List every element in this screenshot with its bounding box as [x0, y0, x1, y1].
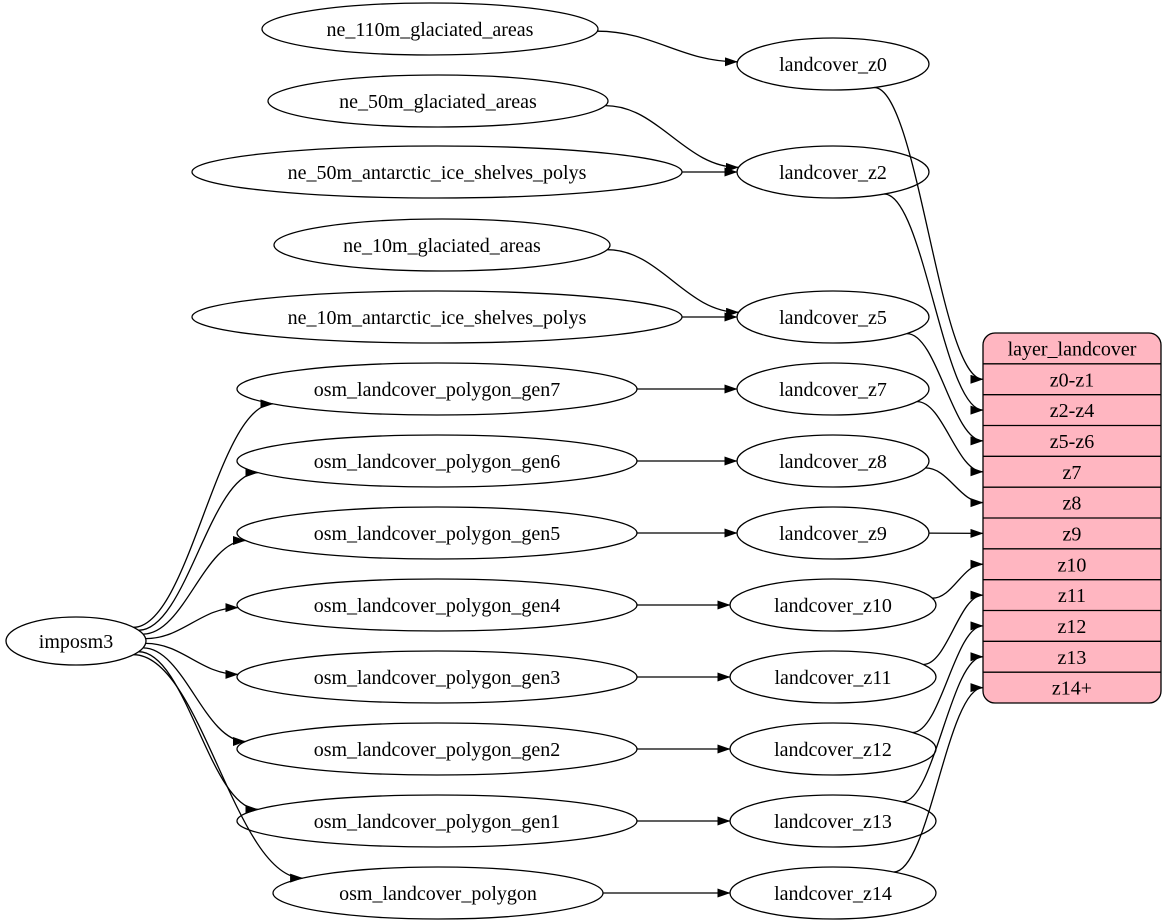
node-landcover_z8: landcover_z8	[736, 434, 930, 488]
node-label-ne_50m_glaciated_areas: ne_50m_glaciated_areas	[339, 91, 537, 113]
node-ellipse-ne_110m_glaciated_areas	[261, 2, 599, 56]
edge-landcover_z5-to-row-z5-z6	[906, 332, 984, 446]
node-label-osm_landcover_polygon_gen6: osm_landcover_polygon_gen6	[314, 451, 561, 473]
node-label-osm_landcover_polygon_gen1: osm_landcover_polygon_gen1	[314, 811, 561, 833]
node-osm_landcover_polygon_gen5: osm_landcover_polygon_gen5	[236, 506, 638, 560]
node-label-ne_50m_antarctic_ice_shelves_polys: ne_50m_antarctic_ice_shelves_polys	[288, 162, 587, 184]
node-imposm3: imposm3	[5, 616, 147, 666]
node-label-landcover_z8: landcover_z8	[779, 451, 887, 473]
record-row-z5-z6: z5-z6	[1050, 431, 1094, 453]
record-row-z10: z10	[1058, 554, 1087, 576]
record-row-z2-z4: z2-z4	[1050, 400, 1094, 422]
edge-landcover_z2-to-row-z2-z4	[884, 193, 984, 415]
record-node-group: layer_landcover z0-z1 z2-z4 z5-z6 z7 z8 z9 z10 z…	[982, 332, 1162, 704]
edges-group	[133, 30, 984, 898]
edge-imposm3-to-osm_landcover_polygon	[133, 654, 304, 883]
node-ne_10m_glaciated_areas: ne_10m_glaciated_areas	[273, 218, 611, 272]
table-nodes-group: imposm3 ne_110m_glaciated_areas ne_50m_gla…	[5, 2, 937, 920]
node-label-landcover_z10: landcover_z10	[774, 595, 892, 617]
node-landcover_z0: landcover_z0	[736, 37, 930, 91]
record-row-z7: z7	[1063, 462, 1082, 484]
node-osm_landcover_polygon: osm_landcover_polygon	[272, 866, 604, 920]
node-landcover_z11: landcover_z11	[729, 650, 937, 704]
node-label-landcover_z2: landcover_z2	[779, 162, 887, 184]
node-ne_50m_glaciated_areas: ne_50m_glaciated_areas	[267, 74, 609, 128]
edge-imposm3-to-osm_landcover_polygon_gen7	[133, 399, 274, 628]
node-label-landcover_z7: landcover_z7	[779, 379, 887, 401]
node-label-landcover_z13: landcover_z13	[774, 811, 892, 833]
node-ne_110m_glaciated_areas: ne_110m_glaciated_areas	[261, 2, 599, 56]
record-row-z9: z9	[1063, 523, 1082, 545]
edge-imposm3-to-osm_landcover_polygon_gen6	[138, 468, 259, 631]
node-osm_landcover_polygon_gen1: osm_landcover_polygon_gen1	[236, 794, 638, 848]
edge-imposm3-to-osm_landcover_polygon_gen2	[143, 647, 246, 746]
node-label-ne_10m_antarctic_ice_shelves_polys: ne_10m_antarctic_ice_shelves_polys	[288, 307, 587, 329]
node-ne_10m_antarctic_ice_shelves_polys: ne_10m_antarctic_ice_shelves_polys	[191, 290, 683, 344]
edge-imposm3-to-osm_landcover_polygon_gen5	[143, 536, 246, 635]
edge-imposm3-to-osm_landcover_polygon_gen3	[145, 642, 239, 679]
record-title: layer_landcover	[1008, 338, 1137, 360]
node-landcover_z10: landcover_z10	[729, 578, 937, 632]
record-row-z8: z8	[1063, 493, 1082, 515]
node-label-landcover_z14: landcover_z14	[774, 883, 892, 905]
node-label-landcover_z11: landcover_z11	[775, 667, 892, 689]
edge-ne_10m_glaciated_areas-to-landcover_z5	[607, 249, 740, 317]
node-label-landcover_z5: landcover_z5	[779, 307, 887, 329]
node-label-ne_110m_glaciated_areas: ne_110m_glaciated_areas	[327, 19, 534, 41]
node-label-osm_landcover_polygon_gen4: osm_landcover_polygon_gen4	[314, 595, 561, 617]
node-ne_50m_antarctic_ice_shelves_polys: ne_50m_antarctic_ice_shelves_polys	[191, 145, 683, 199]
node-label-landcover_z12: landcover_z12	[774, 739, 892, 761]
node-landcover_z2: landcover_z2	[736, 145, 930, 199]
record-row-z13: z13	[1058, 647, 1087, 669]
node-label-osm_landcover_polygon_gen7: osm_landcover_polygon_gen7	[314, 379, 561, 401]
node-landcover_z5: landcover_z5	[736, 290, 930, 344]
node-ellipse-ne_10m_glaciated_areas	[273, 218, 611, 272]
record-row-z11: z11	[1058, 585, 1086, 607]
edge-imposm3-to-osm_landcover_polygon_gen4	[145, 603, 239, 640]
node-label-osm_landcover_polygon_gen3: osm_landcover_polygon_gen3	[314, 667, 561, 689]
node-label-landcover_z0: landcover_z0	[779, 54, 887, 76]
edge-ne_50m_glaciated_areas-to-landcover_z2	[605, 104, 739, 172]
edge-imposm3-to-osm_landcover_polygon_gen1	[138, 651, 259, 814]
node-osm_landcover_polygon_gen4: osm_landcover_polygon_gen4	[236, 578, 638, 632]
record-row-z0-z1: z0-z1	[1050, 369, 1094, 391]
edge-landcover_z0-to-row-z0-z1	[874, 86, 984, 384]
node-landcover_z13: landcover_z13	[729, 794, 937, 848]
node-osm_landcover_polygon_gen3: osm_landcover_polygon_gen3	[236, 650, 638, 704]
node-ellipse-imposm3	[5, 616, 147, 666]
edge-landcover_z8-to-row-z8	[925, 467, 984, 508]
node-label-osm_landcover_polygon_gen2: osm_landcover_polygon_gen2	[314, 739, 561, 761]
node-label-osm_landcover_polygon_gen5: osm_landcover_polygon_gen5	[314, 523, 561, 545]
edge-ne_110m_glaciated_areas-to-landcover_z0	[597, 30, 738, 67]
edge-landcover_z11-to-row-z11	[923, 590, 984, 666]
edge-landcover_z10-to-row-z10	[932, 559, 984, 599]
node-osm_landcover_polygon_gen2: osm_landcover_polygon_gen2	[236, 722, 638, 776]
edge-landcover_z14-to-row-z14+	[893, 683, 984, 873]
node-landcover_z12: landcover_z12	[729, 722, 937, 776]
edge-landcover_z12-to-row-z12	[912, 621, 984, 734]
edge-landcover_z7-to-row-z7	[917, 400, 984, 477]
record-row-z12: z12	[1058, 616, 1087, 638]
node-label-osm_landcover_polygon: osm_landcover_polygon	[339, 883, 537, 905]
node-landcover_z9: landcover_z9	[736, 506, 930, 560]
edge-landcover_z13-to-row-z13	[902, 652, 984, 803]
node-ellipse-ne_50m_glaciated_areas	[267, 74, 609, 128]
node-label-landcover_z9: landcover_z9	[779, 523, 887, 545]
node-landcover_z14: landcover_z14	[729, 866, 937, 920]
node-landcover_z7: landcover_z7	[736, 362, 930, 416]
record-row-z14+: z14+	[1052, 678, 1092, 700]
node-osm_landcover_polygon_gen7: osm_landcover_polygon_gen7	[236, 362, 638, 416]
node-label-ne_10m_glaciated_areas: ne_10m_glaciated_areas	[343, 235, 541, 257]
node-osm_landcover_polygon_gen6: osm_landcover_polygon_gen6	[236, 434, 638, 488]
node-label-imposm3: imposm3	[39, 631, 113, 653]
